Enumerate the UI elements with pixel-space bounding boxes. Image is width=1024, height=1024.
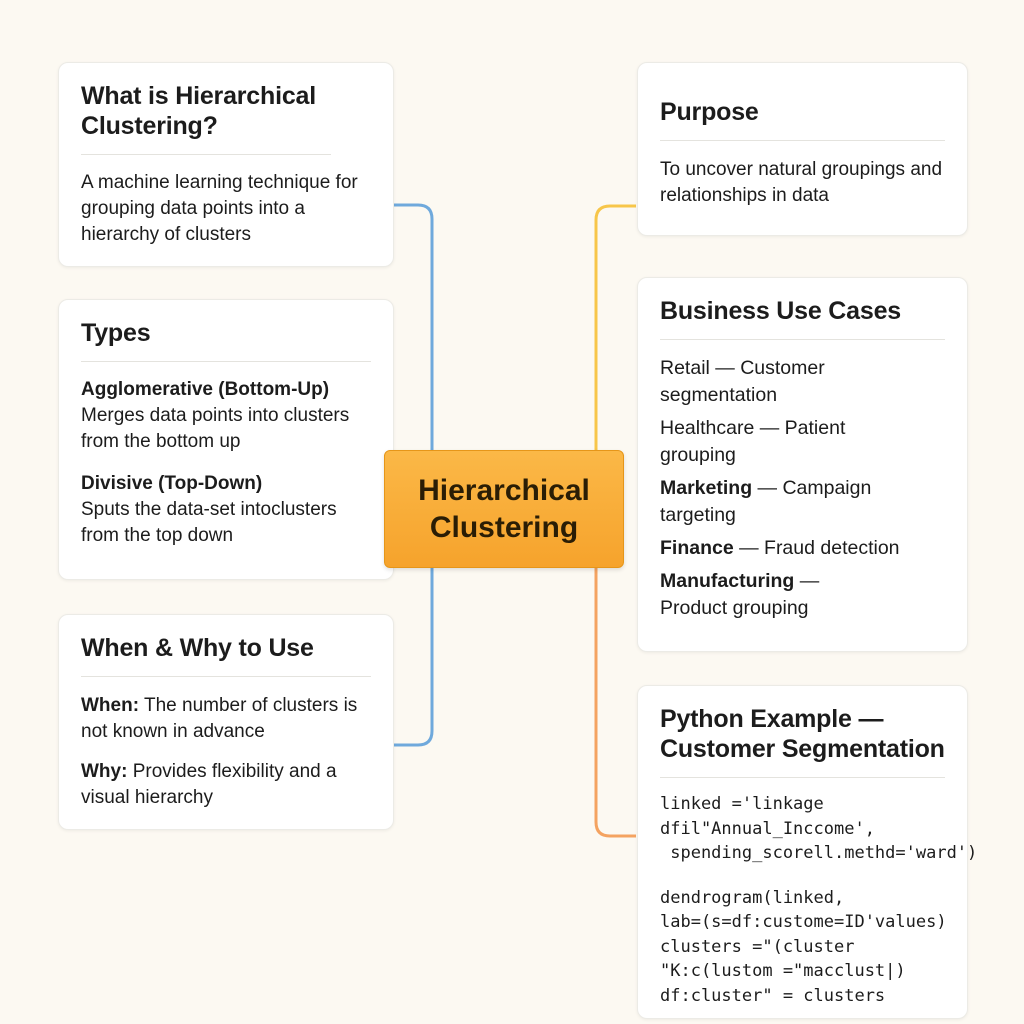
right-top-connector-line	[594, 204, 636, 450]
business-item-label: Manufacturing	[660, 570, 795, 592]
business-item-retail: Retail — Customer segmentation	[660, 355, 850, 409]
agglomerative-label: Agglomerative (Bottom-Up)	[81, 379, 330, 400]
purpose-card: Purpose To uncover natural groupings and…	[637, 62, 968, 236]
purpose-title: Purpose	[660, 81, 945, 141]
business-item-text: — Campaign targeting	[660, 477, 872, 526]
right-bottom-connector-line	[594, 568, 636, 838]
business-card: Business Use Cases Retail — Customer seg…	[637, 277, 968, 652]
why-paragraph: Why: Provides flexibility and a visual h…	[81, 759, 341, 811]
python-example-title: Python Example — Customer Segmentation	[660, 704, 945, 778]
what-is-title: What is Hierarchical Clustering?	[81, 81, 331, 155]
what-is-card: What is Hierarchical Clustering? A machi…	[58, 62, 394, 267]
business-item-text: — Customer segmentation	[660, 357, 825, 406]
python-code-block-1: linked ='linkage dfil"Annual_Inccome', s…	[660, 794, 978, 863]
when-paragraph: When: The number of clusters is not know…	[81, 693, 376, 745]
business-item-label: Healthcare	[660, 417, 755, 439]
business-item-healthcare: Healthcare — Patient grouping	[660, 415, 875, 469]
business-list: Retail — Customer segmentation Healthcar…	[660, 355, 945, 622]
business-item-marketing: Marketing — Campaign targeting	[660, 475, 900, 529]
business-item-manufacturing: Manufacturing — Product grouping	[660, 568, 835, 622]
business-item-label: Marketing	[660, 477, 753, 499]
when-text: The number of clusters is not known in a…	[81, 695, 358, 742]
when-label: When:	[81, 695, 140, 716]
business-item-label: Finance	[660, 537, 734, 559]
divisive-text: Sputs the data-set intoclusters from the…	[81, 499, 337, 546]
business-item-label: Retail	[660, 357, 710, 379]
purpose-text: To uncover natural groupings and relatio…	[660, 159, 943, 206]
business-item-finance: Finance — Fraud detection	[660, 535, 950, 562]
why-label: Why:	[81, 761, 128, 782]
when-why-card: When & Why to Use When: The number of cl…	[58, 614, 394, 830]
center-node: Hierarchical Clustering	[384, 450, 624, 568]
when-why-title: When & Why to Use	[81, 633, 371, 677]
center-title: Hierarchical Clustering	[418, 474, 590, 544]
divisive-label: Divisive (Top-Down)	[81, 473, 263, 494]
business-item-text: — Product grouping	[660, 570, 820, 619]
business-item-text: — Fraud detection	[739, 537, 900, 559]
python-example-card: Python Example — Customer Segmentation l…	[637, 685, 978, 1019]
types-card: Types Agglomerative (Bottom-Up) Merges d…	[58, 299, 394, 580]
business-item-text: — Patient grouping	[660, 417, 846, 466]
agglomerative-text: Merges data points into clusters from th…	[81, 405, 350, 452]
what-is-text: A machine learning technique for groupin…	[81, 172, 358, 245]
types-title: Types	[81, 318, 371, 362]
python-code-block-2: dendrogram(linked, lab=(s=df:custome=ID'…	[660, 887, 947, 1006]
business-title: Business Use Cases	[660, 296, 945, 340]
why-text: Provides flexibility and a visual hierar…	[81, 761, 337, 808]
